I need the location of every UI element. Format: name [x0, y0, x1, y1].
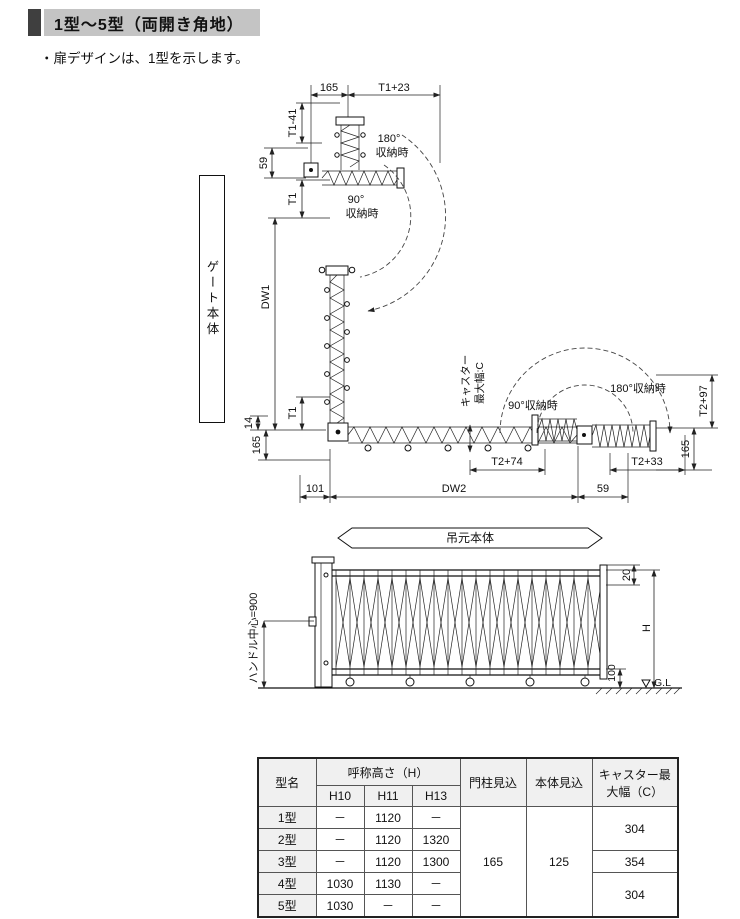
gate-stored-180-right — [591, 420, 657, 452]
table-row: 3型 － 1120 1300 354 — [257, 850, 679, 873]
col-header-h11: H11 — [363, 785, 413, 807]
gate-stored-180-top — [334, 116, 366, 170]
dim-14: 14 — [243, 417, 255, 429]
spec-value-body-depth: 125 — [525, 806, 593, 918]
dim-t2plus33: T2+33 — [631, 456, 663, 468]
spec-value-caster: 304 — [591, 872, 679, 918]
spec-value: 1320 — [411, 828, 461, 851]
dim-t2plus74: T2+74 — [491, 456, 523, 468]
gl-label: G.L — [654, 677, 671, 689]
dim-dw2: DW2 — [442, 483, 466, 495]
section-header: 1型～5型（両開き角地） — [28, 9, 260, 36]
spec-value: － — [315, 806, 365, 829]
table-row: 1型 － 1120 － 165 125 304 — [257, 806, 679, 918]
spec-value: － — [315, 850, 365, 873]
spec-value: － — [411, 872, 461, 895]
dim-165-top: 165 — [320, 82, 338, 94]
spec-value: 1120 — [363, 828, 413, 851]
row-label: 2型 — [257, 828, 317, 851]
dim-t1plus23: T1+23 — [378, 82, 410, 94]
col-header-type: 型名 — [257, 757, 317, 807]
dim-59-top: 59 — [258, 157, 270, 169]
dim-165-left: 165 — [251, 436, 263, 454]
table-row: 4型 1030 1130 － 304 — [257, 872, 679, 918]
col-header-post-depth: 門柱見込 — [459, 757, 527, 807]
gl-marker — [641, 679, 651, 689]
label-180-top-deg: 180° — [378, 133, 401, 145]
spec-value: 1300 — [411, 850, 461, 873]
gate-body-label: ゲート本体 — [199, 175, 225, 423]
spec-value: 1030 — [315, 894, 365, 918]
col-header-h10: H10 — [315, 785, 365, 807]
row-label: 4型 — [257, 872, 317, 895]
header-band: 1型～5型（両開き角地） — [44, 9, 260, 36]
label-90-top-txt: 収納時 — [346, 207, 379, 220]
handle — [308, 616, 317, 627]
spec-value: 1120 — [363, 806, 413, 829]
elevation-view: G.L 20 H 100 ハンドル中心=900 — [247, 556, 682, 695]
spec-value-caster: 304 — [591, 806, 679, 851]
gate-stored-90-right — [531, 414, 578, 446]
col-header-caster: キャスター最大幅（C） — [591, 757, 679, 807]
label-180-right: 180°収納時 — [610, 382, 666, 395]
dim-t1-lower: T1 — [287, 407, 299, 420]
page-title: 1型～5型（両開き角地） — [54, 16, 244, 34]
note-text: ・扉デザインは、1型を示します。 — [40, 51, 249, 66]
header-accent-block — [28, 9, 41, 36]
handle-center-label: ハンドル中心=900 — [247, 593, 260, 684]
dim-59-bottom: 59 — [597, 483, 609, 495]
spec-value: － — [411, 894, 461, 918]
table-row: 5型 1030 － － — [257, 894, 678, 918]
table-row: 2型 － 1120 1320 — [257, 828, 678, 851]
dim-101: 101 — [306, 483, 324, 495]
label-90-right: 90°収納時 — [508, 399, 558, 412]
spec-value-post-depth: 165 — [459, 806, 527, 918]
row-label: 1型 — [257, 806, 317, 829]
spec-table: 型名 呼称高さ（H） 門柱見込 本体見込 キャスター最大幅（C） H10 H11… — [257, 757, 679, 918]
spec-value: 1130 — [363, 872, 413, 895]
row-label: 3型 — [257, 850, 317, 873]
hanging-body-banner — [337, 527, 603, 549]
gate-stored-90-top — [321, 167, 405, 189]
dim-t1-upper: T1 — [287, 193, 299, 206]
dim-100: 100 — [606, 664, 618, 682]
col-header-height: 呼称高さ（H） — [315, 757, 461, 786]
spec-value-caster: 354 — [591, 850, 679, 873]
dim-20: 20 — [621, 569, 633, 581]
spec-value: － — [411, 806, 461, 829]
dim-t1minus41: T1-41 — [287, 109, 299, 138]
col-header-h13: H13 — [411, 785, 461, 807]
col-header-body-depth: 本体見込 — [525, 757, 593, 807]
spec-value: 1120 — [363, 850, 413, 873]
label-180-top-txt: 収納時 — [376, 146, 409, 159]
dim-dw1: DW1 — [260, 285, 272, 309]
spec-value: － — [315, 828, 365, 851]
accordion-gate-vertical — [318, 265, 356, 424]
row-label: 5型 — [257, 894, 317, 918]
dim-t2plus97: T2+97 — [698, 385, 710, 417]
spec-value: 1030 — [315, 872, 365, 895]
technical-drawing: 165 T1+23 T1-41 59 T1 DW1 14 T1 165 — [243, 82, 718, 695]
caster-width-label-1: キャスター — [460, 355, 472, 408]
dim-h: H — [641, 624, 653, 632]
hanging-body-label: 吊元本体 — [446, 531, 494, 545]
plan-view: 165 T1+23 T1-41 59 T1 DW1 14 T1 165 — [243, 82, 718, 549]
caster-width-label-2: 最大幅:C — [473, 362, 486, 404]
dim-165-right: 165 — [680, 440, 692, 458]
accordion-gate-horizontal — [347, 426, 578, 452]
spec-value: － — [363, 894, 413, 918]
label-90-top-deg: 90° — [348, 194, 365, 206]
